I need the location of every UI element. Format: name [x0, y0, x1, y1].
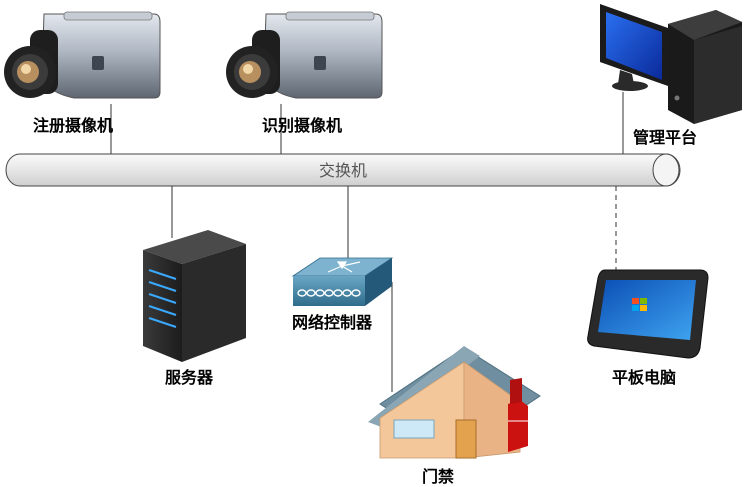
- switch-bus: 交换机: [5, 153, 681, 187]
- connection-lines: [110, 92, 624, 392]
- windows-logo-icon: [632, 298, 647, 311]
- camera-recognize-label: 识别摄像机: [262, 116, 343, 135]
- tablet-icon: [587, 269, 709, 359]
- server-label: 服务器: [165, 368, 214, 387]
- cctv-camera-icon: [4, 11, 161, 99]
- switch-label: 交换机: [319, 161, 367, 180]
- management-platform-label: 管理平台: [633, 128, 698, 147]
- house-icon: [368, 346, 541, 459]
- cctv-camera-icon: [226, 11, 383, 99]
- network-controller-label: 网络控制器: [292, 313, 373, 332]
- server-tower-icon: [143, 230, 246, 362]
- network-controller-icon: [291, 257, 394, 306]
- access-control-label: 门禁: [422, 467, 455, 486]
- tablet-label: 平板电脑: [612, 368, 677, 387]
- camera-register-label: 注册摄像机: [33, 116, 114, 135]
- desktop-computer-icon: [600, 4, 742, 124]
